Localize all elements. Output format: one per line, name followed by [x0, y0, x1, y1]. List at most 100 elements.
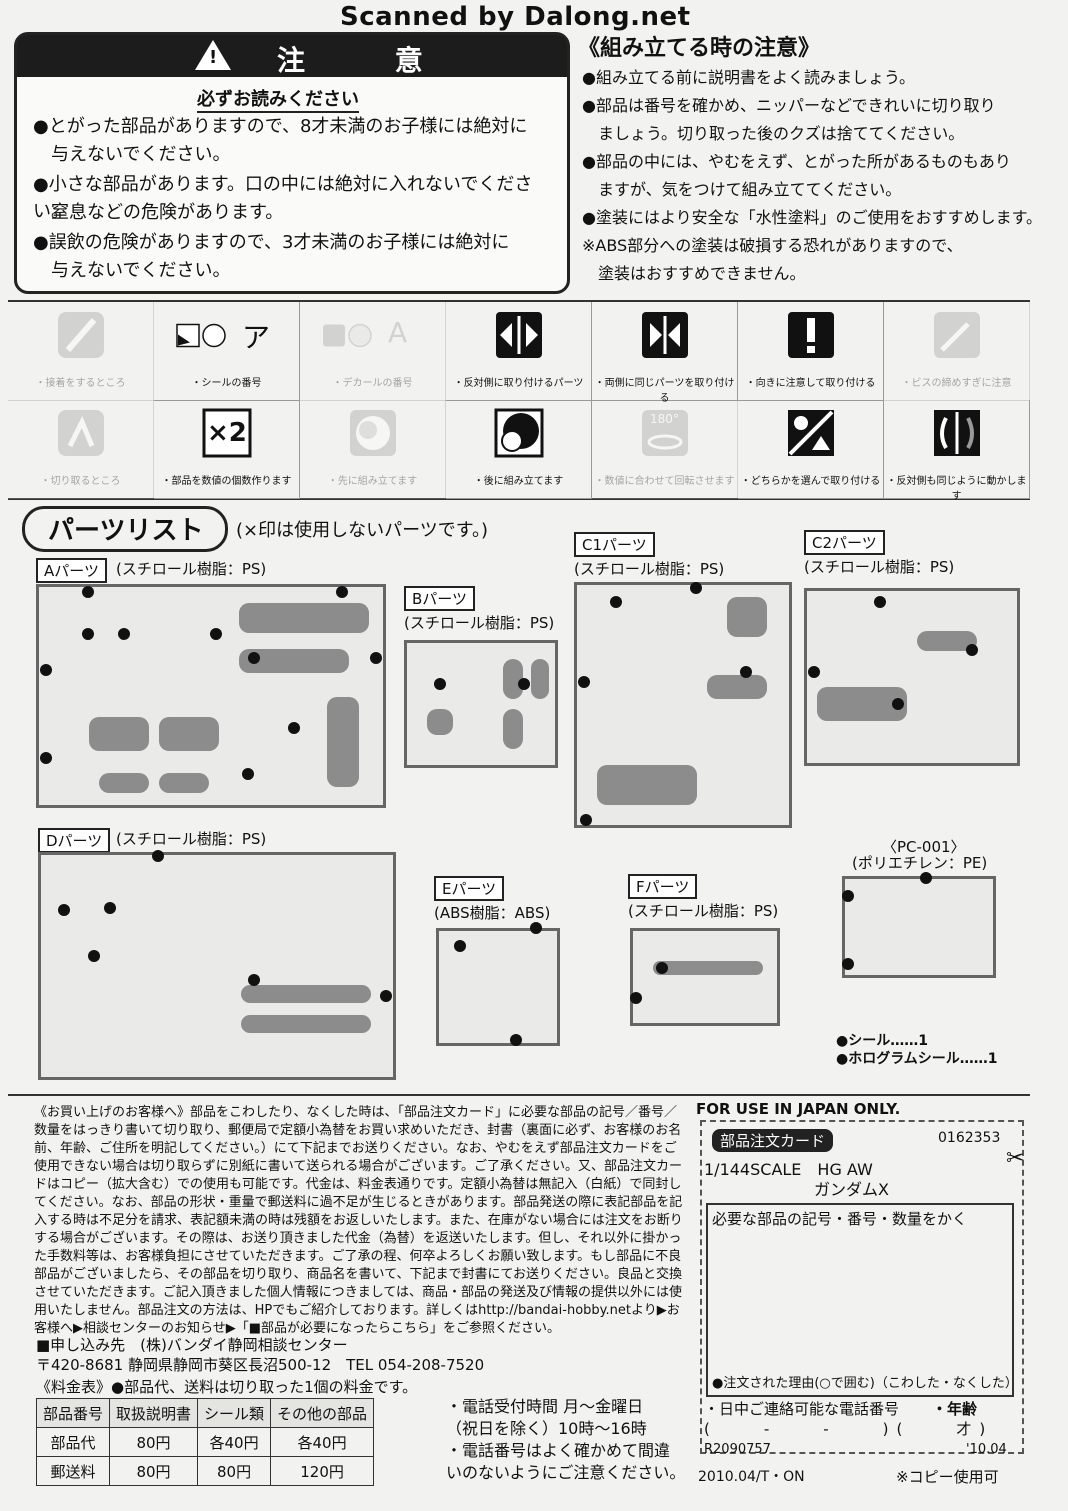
fee-table-row: 部品代 80円 各40円 各40円	[35, 1427, 375, 1457]
order-card-scale: 1/144SCALE HG AW	[704, 1160, 873, 1179]
legend-label: ・反対側も同じように動かします	[886, 476, 1027, 502]
legend-first: ・先に組み立てます	[300, 400, 446, 499]
part-number-marker	[610, 596, 622, 608]
times-two-icon	[202, 408, 252, 458]
for-japan-label: FOR USE IN JAPAN ONLY.	[696, 1100, 901, 1118]
fee-header-cell: シール類	[197, 1398, 272, 1428]
phone-age-fields[interactable]: ( - - )( 才)	[704, 1420, 994, 1438]
phone-hours: ・電話受付時間 月〜金曜日 （祝日を除く）10時〜16時 ・電話番号はよく確かめ…	[446, 1396, 685, 1484]
part-shape	[159, 773, 209, 793]
legend-label: ・向きに注意して取り付ける	[745, 378, 876, 389]
sprue-c2	[804, 588, 1020, 766]
part-number-marker	[248, 652, 260, 664]
pc001-tag: 〈PC-001〉	[882, 838, 966, 856]
legend-label: ・後に組み立てます	[473, 476, 564, 487]
sprue-c1-tag: C1パーツ	[574, 532, 655, 557]
caution-line-2: 与えないでください。	[51, 144, 231, 165]
decal-a-glyph: A	[388, 316, 408, 349]
fee-title: 《料金表》●部品代、送料は切り取った1個の料金です。	[36, 1378, 418, 1396]
rotate-180-label: 180°	[650, 412, 679, 426]
assembly-line-4: ●部品の中には、やむをえず、とがった所があるものもあり	[582, 152, 1011, 171]
nipper-icon	[58, 410, 104, 456]
fee-cell: 各40円	[197, 1427, 272, 1457]
part-shape	[99, 773, 149, 793]
part-number-marker	[656, 962, 668, 974]
part-shape	[503, 659, 523, 699]
assembly-line-2: ●部品は番号を確かめ、ニッパーなどできれいに切り取り	[582, 96, 996, 115]
scanned-watermark: Scanned by Dalong.net	[340, 2, 691, 32]
order-instruction: 必要な部品の記号・番号・数量をかく	[712, 1210, 968, 1228]
fee-header-cell: 取扱説明書	[109, 1398, 199, 1428]
legend-label: ・先に組み立てます	[327, 476, 418, 487]
legend-later: ・後に組み立てます	[446, 400, 592, 499]
part-shape	[727, 597, 767, 637]
legend-label: ・デカールの番号	[332, 378, 413, 389]
part-number-marker	[454, 940, 466, 952]
part-shape	[241, 985, 371, 1003]
part-shape	[159, 717, 219, 751]
hours-line: ・電話番号はよく確かめて間違	[446, 1441, 671, 1460]
assemble-first-icon	[350, 410, 396, 456]
copy-ok: ※コピー使用可	[896, 1468, 999, 1486]
legend-glue: ・接着をするところ	[8, 302, 154, 401]
part-number-marker	[248, 974, 260, 986]
part-number-marker	[288, 722, 300, 734]
parts-list-title: パーツリスト	[48, 516, 204, 546]
rotate-180-icon	[642, 410, 688, 456]
fee-header-cell: その他の部品	[270, 1398, 375, 1428]
part-number-marker	[380, 990, 392, 1002]
legend-choose: ・どちらかを選んで取り付ける	[738, 400, 884, 499]
decal-a-icon	[323, 323, 372, 348]
sprue-e-tag: Eパーツ	[434, 876, 505, 901]
sprue-d-tag: Dパーツ	[38, 828, 111, 853]
part-shape	[917, 631, 977, 651]
sprue-c1	[574, 582, 792, 828]
fee-cell: 郵送料	[35, 1456, 111, 1486]
order-parts-box[interactable]	[706, 1203, 1014, 1397]
times-two-glyph: ×2	[207, 418, 247, 448]
part-number-marker	[518, 678, 530, 690]
sprue-a	[36, 584, 386, 808]
contact-address: 〒420-8681 静岡県静岡市葵区長沼500-12 TEL 054-208-7…	[36, 1356, 485, 1374]
part-number-marker	[842, 890, 854, 902]
sprue-d	[38, 852, 396, 1080]
order-reason: ●注文された理由(○で囲む)（こわした・なくした）	[712, 1376, 1018, 1391]
legend-label: ・シールの番号	[191, 378, 262, 389]
order-card[interactable]	[700, 1120, 1024, 1454]
part-number-marker	[58, 904, 70, 916]
section-divider	[8, 1094, 1030, 1096]
part-number-marker	[874, 596, 886, 608]
legend-multiply: ×2 ・部品を数値の個数作ります	[154, 400, 300, 499]
legend-move-same: ・反対側も同じように動かします	[884, 400, 1030, 502]
caution-line-1: ●とがった部品がありますので、8才未満のお子様には絶対に	[33, 116, 528, 137]
phone-label: ・日中ご連絡可能な電話番号	[704, 1400, 900, 1418]
sprue-a-tag: Aパーツ	[36, 558, 107, 583]
assembly-title: 《組み立てる時の注意》	[578, 36, 821, 61]
sprue-f-tag: Fパーツ	[628, 874, 698, 899]
sprue-d-material: (スチロール樹脂：PS)	[116, 830, 267, 848]
hours-line: （祝日を除く）10時〜16時	[446, 1419, 647, 1438]
sprue-c1-material: (スチロール樹脂：PS)	[574, 560, 725, 578]
fee-cell: 80円	[109, 1456, 199, 1486]
legend-label: ・切り取るところ	[40, 476, 121, 487]
arrows-out-icon	[496, 312, 542, 358]
legend-label: ・反対側に取り付けるパーツ	[453, 378, 584, 389]
part-shape	[327, 697, 359, 787]
parts-list-pill	[22, 506, 228, 552]
part-number-marker	[510, 1034, 522, 1046]
part-number-marker	[690, 582, 702, 594]
hours-line: いのないようにご注意ください。	[446, 1463, 686, 1482]
part-number-marker	[88, 950, 100, 962]
part-number-marker	[118, 628, 130, 640]
part-number-marker	[82, 586, 94, 598]
assembly-line-1: ●組み立てる前に説明書をよく読みましょう。	[582, 68, 916, 87]
part-number-marker	[578, 676, 590, 688]
part-shape	[241, 1015, 371, 1033]
arrows-in-icon	[642, 312, 688, 358]
part-number-marker	[842, 958, 854, 970]
fee-cell: 80円	[197, 1456, 272, 1486]
legend-label: ・両側に同じパーツを取り付ける	[594, 378, 735, 404]
order-card-serial: R2090757	[704, 1442, 771, 1457]
fee-cell: 各40円	[270, 1427, 375, 1457]
part-number-marker	[40, 664, 52, 676]
